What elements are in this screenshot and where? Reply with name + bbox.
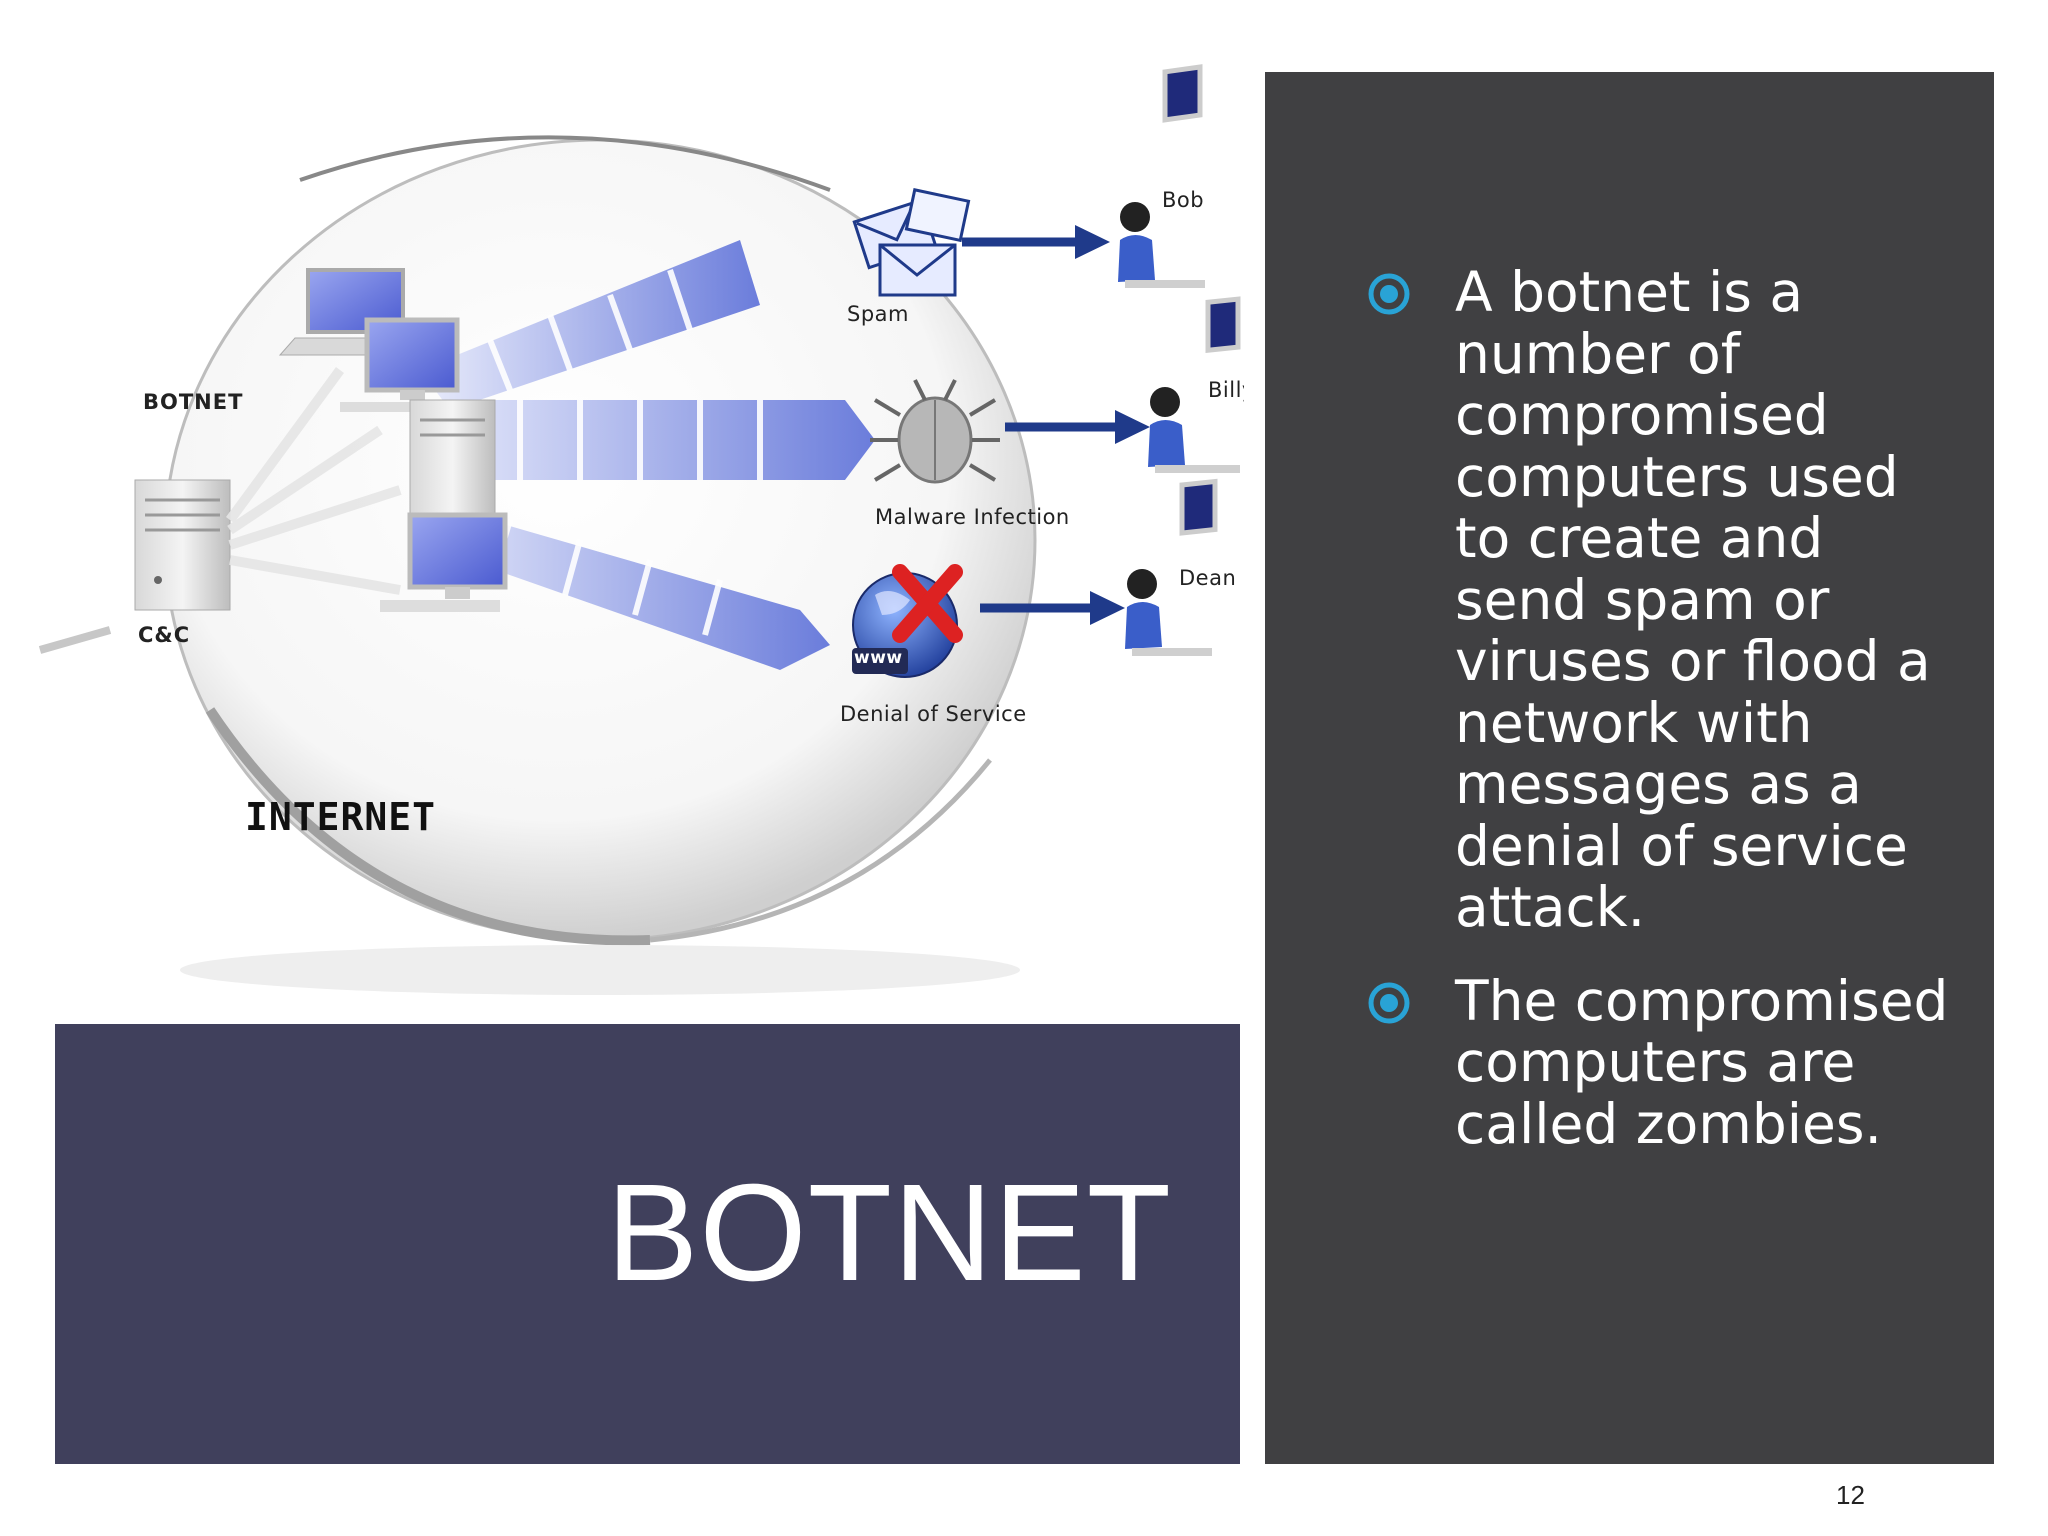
bullet-text: A botnet is a number of compromised comp…	[1455, 260, 1931, 939]
title-block: BOTNET	[55, 1024, 1240, 1464]
user-billy-icon	[1148, 296, 1241, 473]
label-botnet: BOTNET	[143, 390, 244, 414]
bullet-target-icon	[1368, 273, 1410, 315]
arrow-to-billy	[1005, 410, 1150, 444]
bullet-list: A botnet is a number of compromised comp…	[1367, 260, 1967, 1187]
dos-red-x-icon	[892, 564, 963, 643]
label-spam: Spam	[847, 302, 909, 326]
bullet-target-icon	[1368, 982, 1410, 1023]
user-bob-icon	[1118, 64, 1205, 288]
zombie-monitor-icon	[340, 317, 460, 412]
botnet-illustration	[38, 64, 1241, 995]
label-malware-infection: Malware Infection	[875, 505, 1070, 529]
label-denial-of-service: Denial of Service	[840, 702, 1027, 726]
page-number: 12	[1836, 1480, 1865, 1510]
label-dean: Dean	[1179, 566, 1237, 590]
label-billy: Billy	[1208, 378, 1244, 402]
label-cc: C&C	[138, 623, 191, 647]
spam-envelope-icon	[852, 188, 971, 297]
label-www: www	[854, 648, 903, 668]
cc-links	[225, 367, 402, 595]
zombie-desktop-icon	[380, 512, 508, 612]
label-bob: Bob	[1162, 188, 1205, 212]
cc-server-icon	[134, 479, 231, 611]
slide-title: BOTNET	[606, 1156, 1172, 1310]
bullet-item-zombies: The compromised computers are called zom…	[1367, 968, 1967, 1156]
attack-beams	[410, 240, 875, 670]
bullet-text: The compromised computers are called zom…	[1455, 968, 1949, 1156]
user-dean-icon	[1125, 478, 1218, 656]
bullet-item-definition: A botnet is a number of compromised comp…	[1367, 260, 1967, 939]
content-panel: A botnet is a number of compromised comp…	[1265, 72, 1994, 1464]
malware-bug-icon	[870, 379, 1000, 484]
arrow-to-bob	[962, 225, 1110, 259]
arrow-to-dean	[980, 591, 1125, 625]
zombie-tower-icon	[409, 399, 496, 521]
label-internet: INTERNET	[245, 795, 437, 839]
botnet-diagram: BOTNET C&C INTERNET Spam Malware Infecti…	[38, 64, 1244, 1020]
